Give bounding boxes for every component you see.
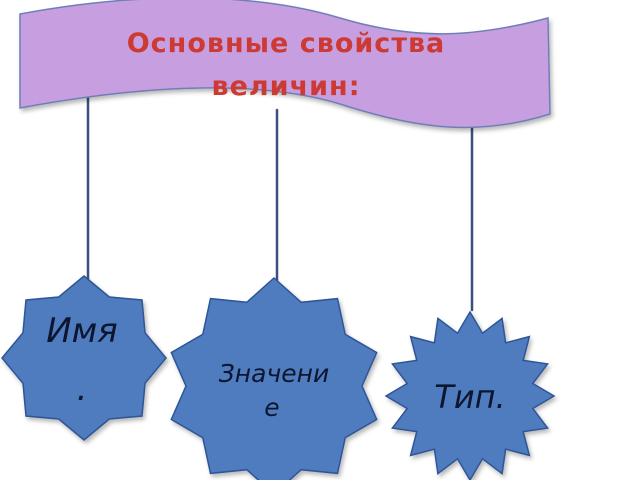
node-name: Имя . — [1, 275, 167, 441]
connectors — [86, 93, 474, 312]
star-shape-value — [170, 276, 378, 480]
title-line-2: величин: — [212, 71, 361, 102]
node-value-label-2: е — [264, 393, 279, 422]
banner-shape — [19, 0, 551, 129]
node-name-label: Имя — [46, 311, 118, 351]
node-value: Значени е — [170, 276, 378, 480]
title-line-1: Основные свойства — [127, 28, 446, 59]
node-type-label: Тип. — [434, 378, 505, 416]
node-value-label: Значени — [219, 359, 329, 388]
title-banner: Основные свойства величин: — [19, 0, 551, 129]
star-shape-type — [384, 310, 556, 480]
nodes: Имя . Значени е Тип. — [1, 275, 556, 480]
node-name-label-2: . — [77, 369, 88, 409]
star-shape-name — [1, 275, 167, 441]
node-type: Тип. — [384, 310, 556, 480]
